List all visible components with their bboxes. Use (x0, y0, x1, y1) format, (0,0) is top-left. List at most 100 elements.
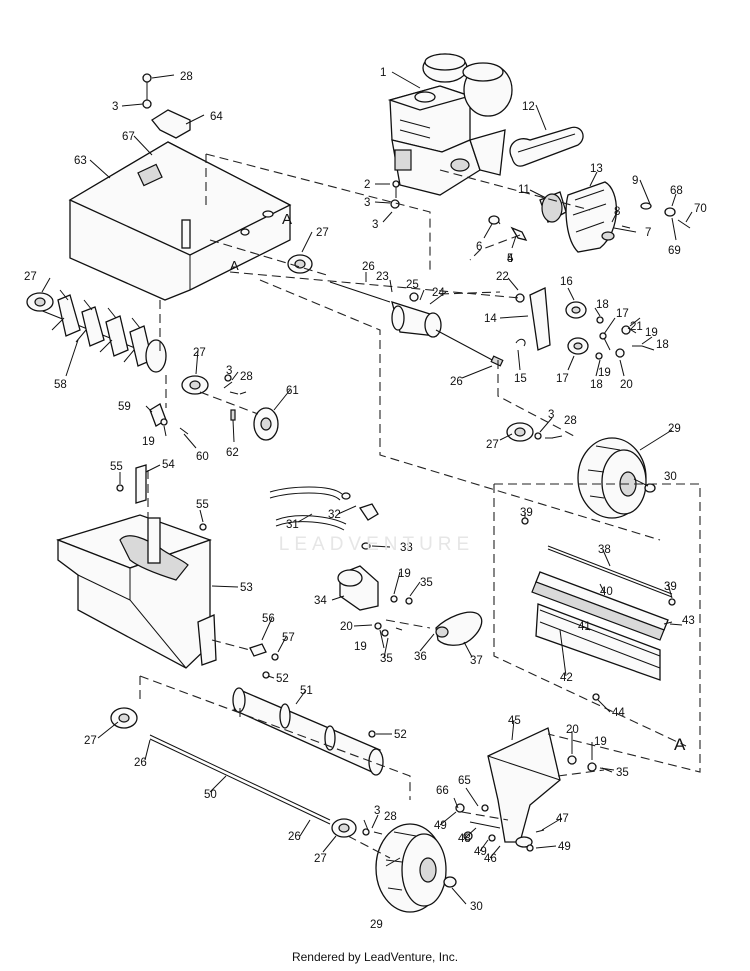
footer-credit: Rendered by LeadVenture, Inc. (291, 950, 459, 964)
callout-24: 24 (432, 287, 445, 299)
callout-34: 34 (314, 595, 327, 607)
callout-50: 50 (204, 789, 217, 801)
hood-drawing (68, 141, 292, 301)
callout-47: 47 (556, 813, 569, 825)
drive-shaft-drawing (329, 281, 504, 367)
callout-40: 40 (600, 586, 613, 598)
brush-assembly-drawing (521, 517, 676, 701)
callout-1: 1 (380, 67, 386, 79)
callout-46: 46 (484, 853, 497, 865)
callout-9: 8 (614, 206, 620, 218)
callout-7: 6 (476, 241, 482, 253)
engine-drawing (387, 53, 513, 196)
callout-12: 11 (518, 184, 530, 196)
callout-18b: 18 (656, 339, 669, 351)
callout-3a: 3 (364, 197, 370, 209)
callout-3b: 3 (112, 101, 118, 113)
assembly-dashed-lines (139, 153, 701, 859)
bracket-54-drawing (135, 464, 147, 504)
callout-27c: 27 (193, 347, 206, 359)
callout-20a: 20 (620, 379, 633, 391)
tine-reel-drawing (39, 289, 167, 373)
callout-19c: 19 (598, 367, 611, 379)
callout-38: 38 (598, 544, 611, 556)
callout-63: 63 (74, 155, 87, 167)
callout-48: 48 (458, 833, 471, 845)
callout-30a: 30 (664, 471, 677, 483)
callout-61: 61 (286, 385, 299, 397)
bracket-64-drawing (151, 109, 191, 139)
callout-29b: 29 (370, 919, 383, 931)
callout-19e: 19 (398, 568, 411, 580)
callout-3e: 3 (374, 805, 380, 817)
callout-60: 60 (196, 451, 209, 463)
callout-27f: 27 (314, 853, 327, 865)
pulley-and-guard-drawing (539, 181, 618, 253)
callout-22: 22 (496, 271, 509, 283)
belt-drawing (509, 126, 584, 167)
callout-59: 59 (118, 401, 131, 413)
callout-27b: 27 (316, 227, 329, 239)
callout-17b: 17 (556, 373, 569, 385)
callout-3d: 3 (548, 409, 554, 421)
callout-23: 23 (376, 271, 389, 283)
callout-27e: 27 (84, 735, 97, 747)
callout-54: 54 (162, 459, 175, 471)
callout-18a: 17 (616, 308, 629, 320)
callout-26b: 26 (450, 376, 463, 388)
callout-68: 68 (670, 185, 683, 197)
callout-19b: 19 (645, 327, 658, 339)
callout-32: 32 (328, 509, 341, 521)
callout-25: 25 (406, 279, 419, 291)
callout-28c: 28 (564, 415, 577, 427)
callout-19f: 19 (354, 641, 367, 653)
callout-37: 37 (470, 655, 483, 667)
callout-39a: 39 (520, 507, 533, 519)
callout-5: 4 (507, 253, 514, 265)
callout-6: 5 (507, 253, 513, 265)
callout-19g: 19 (594, 736, 607, 748)
callout-26d: 26 (288, 831, 301, 843)
callout-14: 13 (590, 163, 603, 175)
callout-56: 56 (262, 613, 275, 625)
callout-62: 62 (226, 447, 239, 459)
callout-41: 41 (578, 621, 591, 633)
callout-28d: 28 (384, 811, 397, 823)
callout-13: 12 (522, 101, 535, 113)
watermark-text: LEADVENTURE (278, 534, 475, 555)
side-plate-drawing (455, 727, 615, 852)
section-marker-a-3: A (674, 735, 686, 754)
callout-33: 33 (400, 542, 413, 554)
callout-labels: 1 2 3 3 4 5 6 7 8 9 11 12 13 14 15 16 17… (24, 67, 707, 931)
callout-20b: 20 (340, 621, 353, 633)
callout-20c: 20 (566, 724, 579, 736)
callout-57: 57 (282, 632, 295, 644)
callout-43: 43 (682, 615, 695, 627)
callout-21: 21 (630, 321, 643, 333)
callout-30b: 30 (470, 901, 483, 913)
callout-64: 64 (210, 111, 223, 123)
callout-19d: 19 (142, 436, 155, 448)
callout-66: 66 (436, 785, 449, 797)
callout-28b: 28 (240, 371, 253, 383)
callout-35a: 35 (420, 577, 433, 589)
callout-27a: 27 (24, 271, 37, 283)
callout-39b: 39 (664, 581, 677, 593)
callout-44: 44 (612, 707, 625, 719)
callout-58: 58 (54, 379, 67, 391)
callout-55b: 55 (196, 499, 209, 511)
hardware-drawings (224, 180, 691, 440)
callout-53: 53 (240, 582, 253, 594)
callout-18c: 18 (590, 379, 603, 391)
callout-55a: 55 (110, 461, 123, 473)
callout-49b: 49 (474, 846, 487, 858)
callout-27d: 27 (486, 439, 499, 451)
callout-35c: 35 (616, 767, 629, 779)
pivot-bracket-drawing (515, 287, 589, 355)
callout-52a: 52 (276, 673, 289, 685)
callout-8: 7 (645, 227, 651, 239)
hoses-drawing (269, 486, 379, 550)
callout-26c: 26 (134, 757, 147, 769)
callout-49a: 49 (434, 820, 447, 832)
callout-3c: 3 (226, 365, 232, 377)
